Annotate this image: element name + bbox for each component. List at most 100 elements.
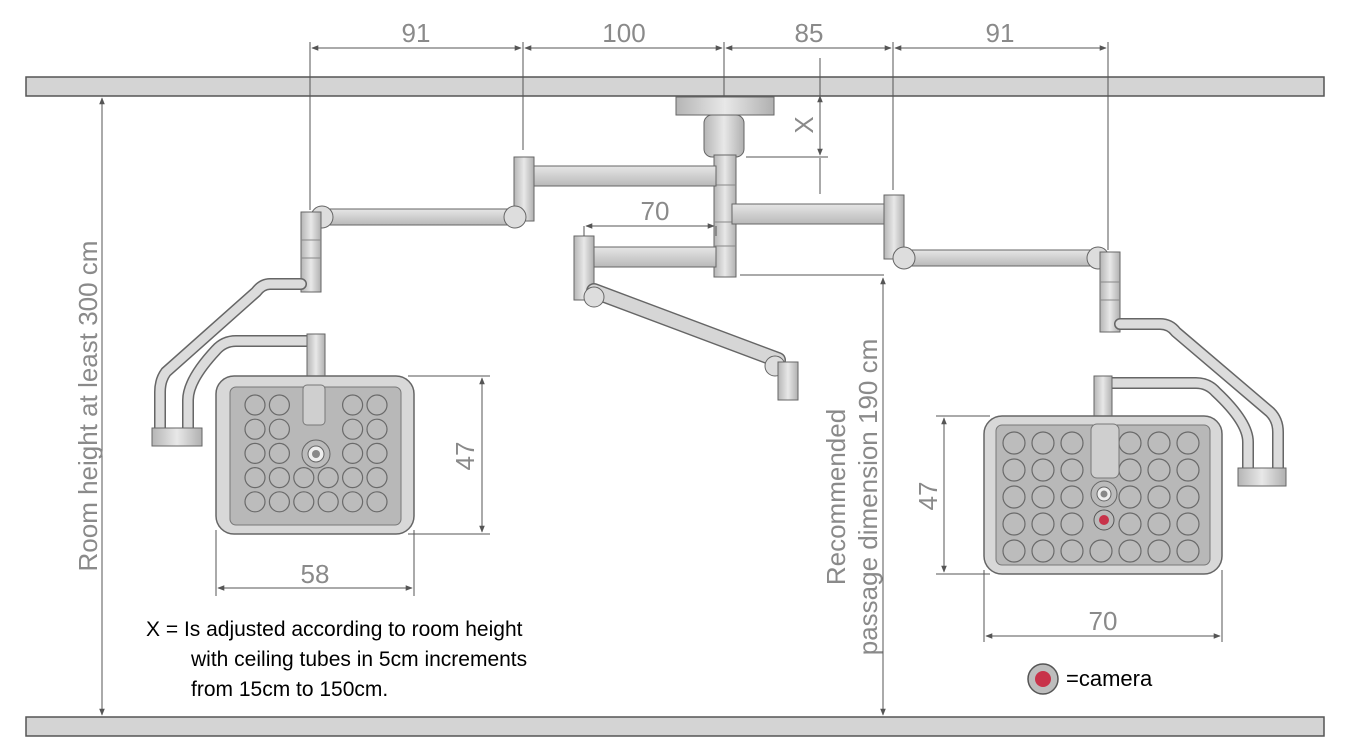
note-line-3: from 15cm to 150cm. — [191, 678, 389, 701]
led-lamp — [1147, 485, 1171, 509]
led-lamp — [1147, 539, 1171, 563]
note-line-1: X = Is adjusted according to room height — [146, 618, 523, 641]
led-lamp — [1147, 431, 1171, 455]
led-lamp — [1176, 431, 1200, 455]
ceiling-tube — [703, 114, 745, 158]
led-lamp — [1060, 458, 1084, 482]
ceiling — [25, 76, 1325, 97]
led-lamp — [1118, 539, 1142, 563]
led-lamp — [1118, 485, 1142, 509]
camera-legend-label: =camera — [1066, 666, 1153, 691]
dim-top-91-left: 91 — [402, 18, 431, 48]
dim-right-head-height: 47 — [913, 482, 943, 511]
led-lamp — [342, 467, 364, 489]
led-lamp — [1002, 458, 1026, 482]
floor — [25, 716, 1325, 737]
led-lamp — [1031, 539, 1055, 563]
led-lamp — [293, 491, 315, 513]
right-spring-arm — [903, 249, 1101, 267]
dim-top-100: 100 — [602, 18, 645, 48]
right-yoke-foot — [1237, 467, 1287, 487]
led-lamp — [268, 442, 290, 464]
led-lamp — [1031, 431, 1055, 455]
led-lamp — [1060, 539, 1084, 563]
led-lamp — [1147, 512, 1171, 536]
left-head-dimension-lines — [215, 375, 490, 596]
left-spring-arm — [317, 208, 519, 226]
led-lamp — [1060, 431, 1084, 455]
led-lamp — [1176, 485, 1200, 509]
led-lamp — [366, 394, 388, 416]
led-lamp — [1176, 458, 1200, 482]
upper-right-arm — [731, 203, 888, 225]
camera-legend-icon — [1027, 663, 1059, 695]
left-head-mount — [306, 333, 326, 379]
led-lamp — [1002, 539, 1026, 563]
right-yoke-column — [1099, 251, 1121, 333]
left-yoke-column — [300, 211, 322, 293]
passage-label-line1: Recommended — [821, 409, 851, 585]
led-lamp — [366, 467, 388, 489]
dim-top-85: 85 — [795, 18, 824, 48]
camera-legend: =camera — [1026, 662, 1152, 696]
led-lamp — [1031, 458, 1055, 482]
extension-lines — [309, 42, 1109, 250]
led-lamp — [317, 467, 339, 489]
led-lamp — [244, 491, 266, 513]
led-lamp — [1002, 485, 1026, 509]
led-lamp — [244, 442, 266, 464]
led-lamp — [1118, 512, 1142, 536]
led-lamp — [1118, 458, 1142, 482]
led-lamp — [1002, 431, 1026, 455]
led-lamp — [268, 467, 290, 489]
right-handle-slot — [1090, 423, 1120, 479]
led-lamp — [342, 442, 364, 464]
led-lamp — [366, 418, 388, 440]
left-led-grid — [244, 394, 388, 513]
led-lamp — [244, 394, 266, 416]
led-lamp — [1176, 539, 1200, 563]
ceiling-mount-plate — [675, 96, 775, 116]
led-lamp — [366, 491, 388, 513]
upper-left-arm — [530, 165, 717, 187]
led-lamp — [1089, 539, 1113, 563]
dim-top-91-right: 91 — [986, 18, 1015, 48]
led-lamp — [317, 491, 339, 513]
led-lamp — [268, 491, 290, 513]
led-lamp — [268, 418, 290, 440]
led-lamp — [342, 394, 364, 416]
left-handle-slot — [302, 384, 326, 426]
led-lamp — [244, 418, 266, 440]
led-lamp — [268, 394, 290, 416]
right-led-grid — [1002, 431, 1200, 563]
adjustment-note: X = Is adjusted according to room height… — [146, 615, 527, 705]
room-height-label: Room height at least 300 cm — [73, 241, 103, 572]
led-lamp — [1031, 485, 1055, 509]
led-lamp — [1060, 512, 1084, 536]
dim-arm-70: 70 — [641, 196, 670, 226]
led-lamp — [1118, 431, 1142, 455]
x-dimension — [746, 58, 828, 194]
led-lamp — [1060, 485, 1084, 509]
dim-x-label: X — [789, 116, 819, 133]
led-lamp — [1031, 512, 1055, 536]
led-lamp — [342, 418, 364, 440]
led-lamp — [244, 467, 266, 489]
led-lamp — [1147, 458, 1171, 482]
led-lamp — [1176, 512, 1200, 536]
monitor-mount-end — [777, 361, 799, 401]
led-lamp — [342, 491, 364, 513]
led-lamp — [1002, 512, 1026, 536]
right-head-dimension-lines — [936, 415, 1223, 642]
left-yoke-foot — [151, 427, 203, 447]
monitor-arm-bar — [589, 246, 717, 268]
passage-label-line2: passage dimension 190 cm — [853, 339, 883, 656]
led-lamp — [293, 467, 315, 489]
dim-left-head-width: 58 — [301, 559, 330, 589]
dim-right-head-width: 70 — [1089, 606, 1118, 636]
led-lamp — [366, 442, 388, 464]
right-head-mount — [1093, 375, 1113, 419]
note-line-2: with ceiling tubes in 5cm increments — [191, 648, 528, 671]
dim-left-head-height: 47 — [450, 442, 480, 471]
